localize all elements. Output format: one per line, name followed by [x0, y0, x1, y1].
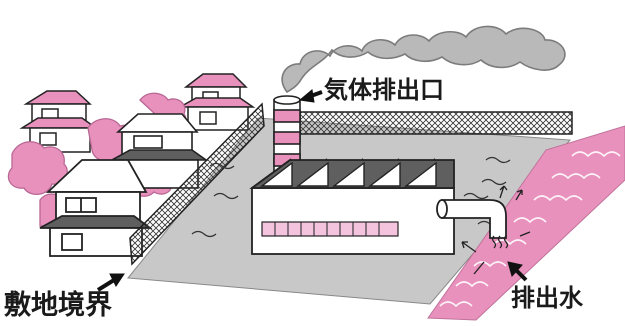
- water-discharge-label: 排出水: [511, 284, 583, 312]
- gas-outlet-arrow: [298, 89, 323, 103]
- factory-windows: [261, 221, 399, 237]
- site-fence-diagonal: [129, 102, 265, 266]
- water-flow-arrows: [461, 185, 531, 275]
- house-far-right: [177, 73, 256, 131]
- site-boundary-label: 敷地境界: [4, 290, 112, 321]
- site-fence-back: [299, 111, 573, 135]
- factory-building: [249, 158, 455, 255]
- discharge-pipe: [436, 199, 507, 239]
- site-boundary-arrow: [96, 273, 125, 292]
- house-front: [39, 159, 153, 257]
- smoke-cloud: [281, 25, 566, 94]
- gas-outlet-label: 気体排出口: [324, 76, 444, 104]
- house-middle: [108, 113, 209, 189]
- water-discharge-arrow: [507, 261, 528, 282]
